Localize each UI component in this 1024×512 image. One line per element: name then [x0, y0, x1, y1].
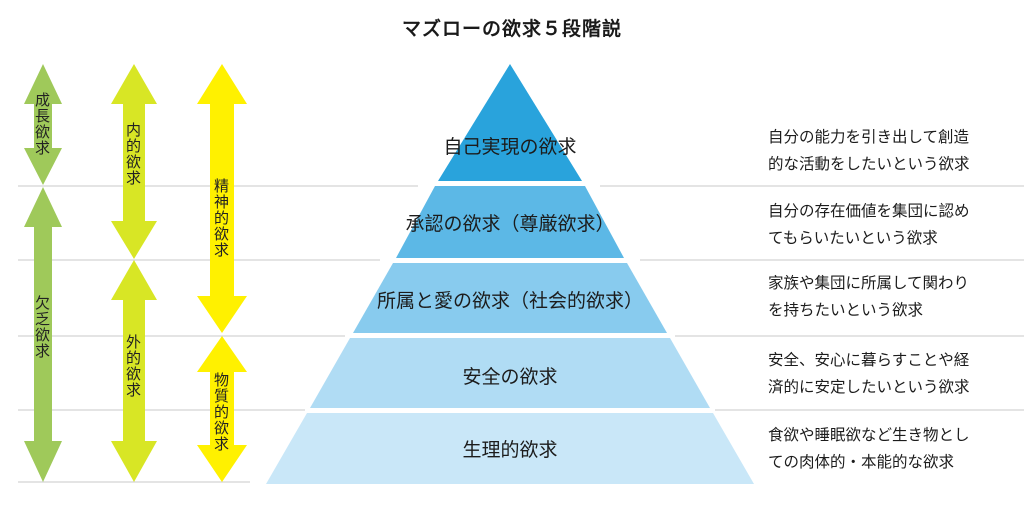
- description-line: を持ちたいという欲求: [768, 301, 924, 319]
- material-label: 物質的欲求: [212, 372, 230, 452]
- material-arrow: [197, 336, 247, 482]
- growth-arrow: [24, 64, 62, 185]
- spiritual-arrow: [197, 64, 247, 333]
- tier-description-5: 食欲や睡眠欲など生き物とし ての肉体的・本能的な欲求: [768, 422, 1024, 476]
- tier-label-1: 自己実現の欲求: [443, 136, 577, 158]
- tier-label-5: 生理的欲求: [462, 439, 558, 461]
- tier-description-2: 自分の存在価値を集団に認め てもらいたいという欲求: [768, 198, 1024, 252]
- description-line: てもらいたいという欲求: [768, 229, 938, 247]
- growth-label: 成長欲求: [33, 92, 51, 156]
- pyramid-tier-4: [310, 338, 710, 408]
- description-line: 食欲や睡眠欲など生き物とし: [768, 426, 970, 444]
- pyramid-tier-2: [396, 186, 624, 258]
- tier-description-3: 家族や集団に所属して関わり を持ちたいという欲求: [768, 270, 1024, 324]
- tier-label-3: 所属と愛の欲求（社会的欲求）: [376, 290, 643, 312]
- external-arrow: [111, 260, 157, 482]
- description-line: ての肉体的・本能的な欲求: [768, 453, 955, 471]
- pyramid-tier-5: [266, 413, 754, 484]
- description-line: 家族や集団に所属して関わり: [768, 274, 970, 292]
- description-line: 自分の能力を引き出して創造: [768, 128, 970, 146]
- description-line: 安全、安心に暮らすことや経: [768, 351, 970, 369]
- description-line: 済的に安定したいという欲求: [768, 378, 970, 396]
- spiritual-label: 精神的欲求: [212, 178, 230, 258]
- deficiency-label: 欠乏欲求: [33, 295, 51, 359]
- external-label: 外的欲求: [124, 334, 142, 398]
- tier-label-4: 安全の欲求: [462, 366, 558, 388]
- pyramid-tier-3: [353, 263, 667, 333]
- tier-label-2: 承認の欲求（尊厳欲求）: [405, 213, 615, 235]
- description-line: 的な活動をしたいという欲求: [768, 155, 970, 173]
- internal-label: 内的欲求: [124, 122, 142, 186]
- tier-description-1: 自分の能力を引き出して創造 的な活動をしたいという欲求: [768, 124, 1024, 178]
- description-line: 自分の存在価値を集団に認め: [768, 202, 970, 220]
- tier-description-4: 安全、安心に暮らすことや経 済的に安定したいという欲求: [768, 347, 1024, 401]
- deficiency-arrow: [24, 187, 62, 482]
- diagram-title: マズローの欲求５段階説: [401, 18, 622, 40]
- internal-arrow: [111, 64, 157, 259]
- pyramid-tier-1: [438, 64, 582, 181]
